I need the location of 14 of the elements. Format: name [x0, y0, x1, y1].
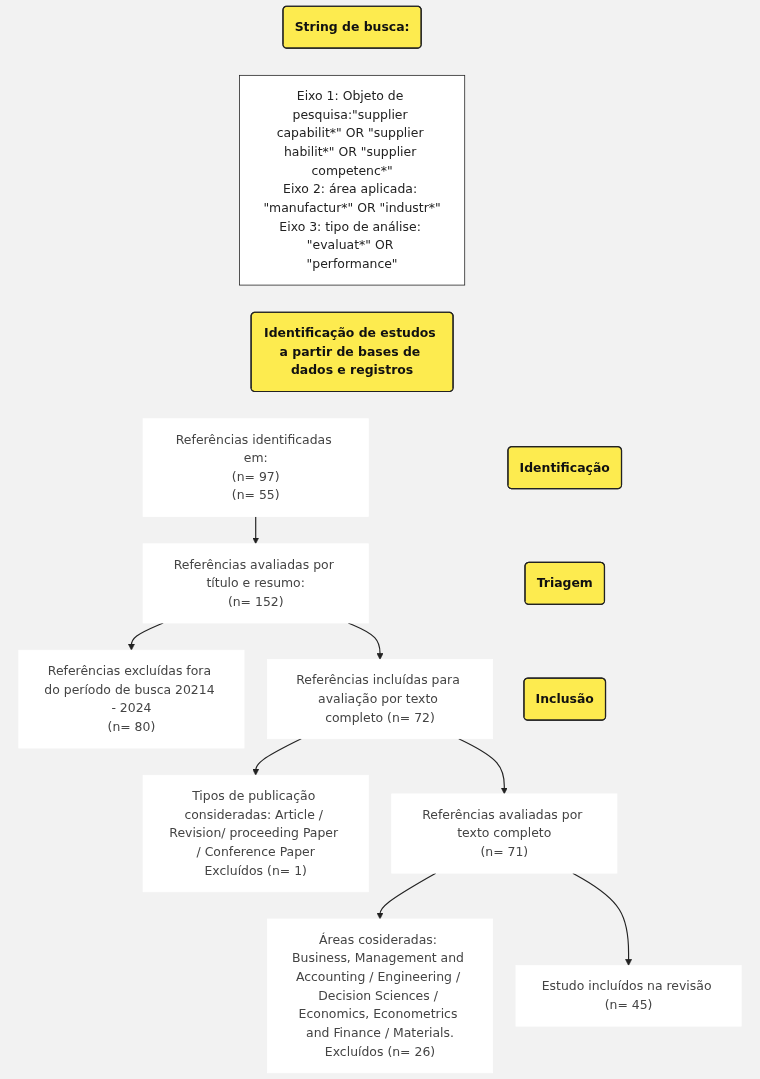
arrow: [252, 516, 260, 545]
node-box: Referências avaliadas por título e resumo: (n= 152): [142, 543, 369, 624]
arrow: [458, 738, 508, 795]
arrow: [376, 872, 437, 920]
node-box: Estudo incluídos na revisão (n= 45): [515, 965, 742, 1027]
arrow: [572, 872, 632, 966]
arrow: [252, 738, 302, 776]
node-box: Referências avaliadas por texto completo (n= 71): [391, 793, 618, 874]
node-box: Eixo 1: Objeto de pesquisa:"supplier capabilit*" OR "supplier habilit*" OR "supplier competenc*" Eixo 2: área aplicada: "manufactur*" OR "industr*" Eixo 3: tipo de análise: "evaluat*" OR "performance": [239, 74, 466, 286]
node-box: Referências excluídas fora do período de busca 20214 - 2024 (n= 80): [18, 649, 245, 749]
node-box: Referências identificadas em: (n= 97) (n= 55): [142, 418, 369, 517]
node-box: Áreas cosideradas: Business, Management and Accounting / Engineering / Decision Sciences / Economics, Econometrics and Finance / Materials. Excluídos (n= 26): [266, 918, 494, 1074]
node-box: Referências incluídas para avaliação por texto completo (n= 72): [266, 659, 494, 740]
node-box: Tipos de publicação consideradas: Article / Revision/ proceeding Paper / Conference Paper Excluídos (n= 1): [142, 774, 369, 893]
